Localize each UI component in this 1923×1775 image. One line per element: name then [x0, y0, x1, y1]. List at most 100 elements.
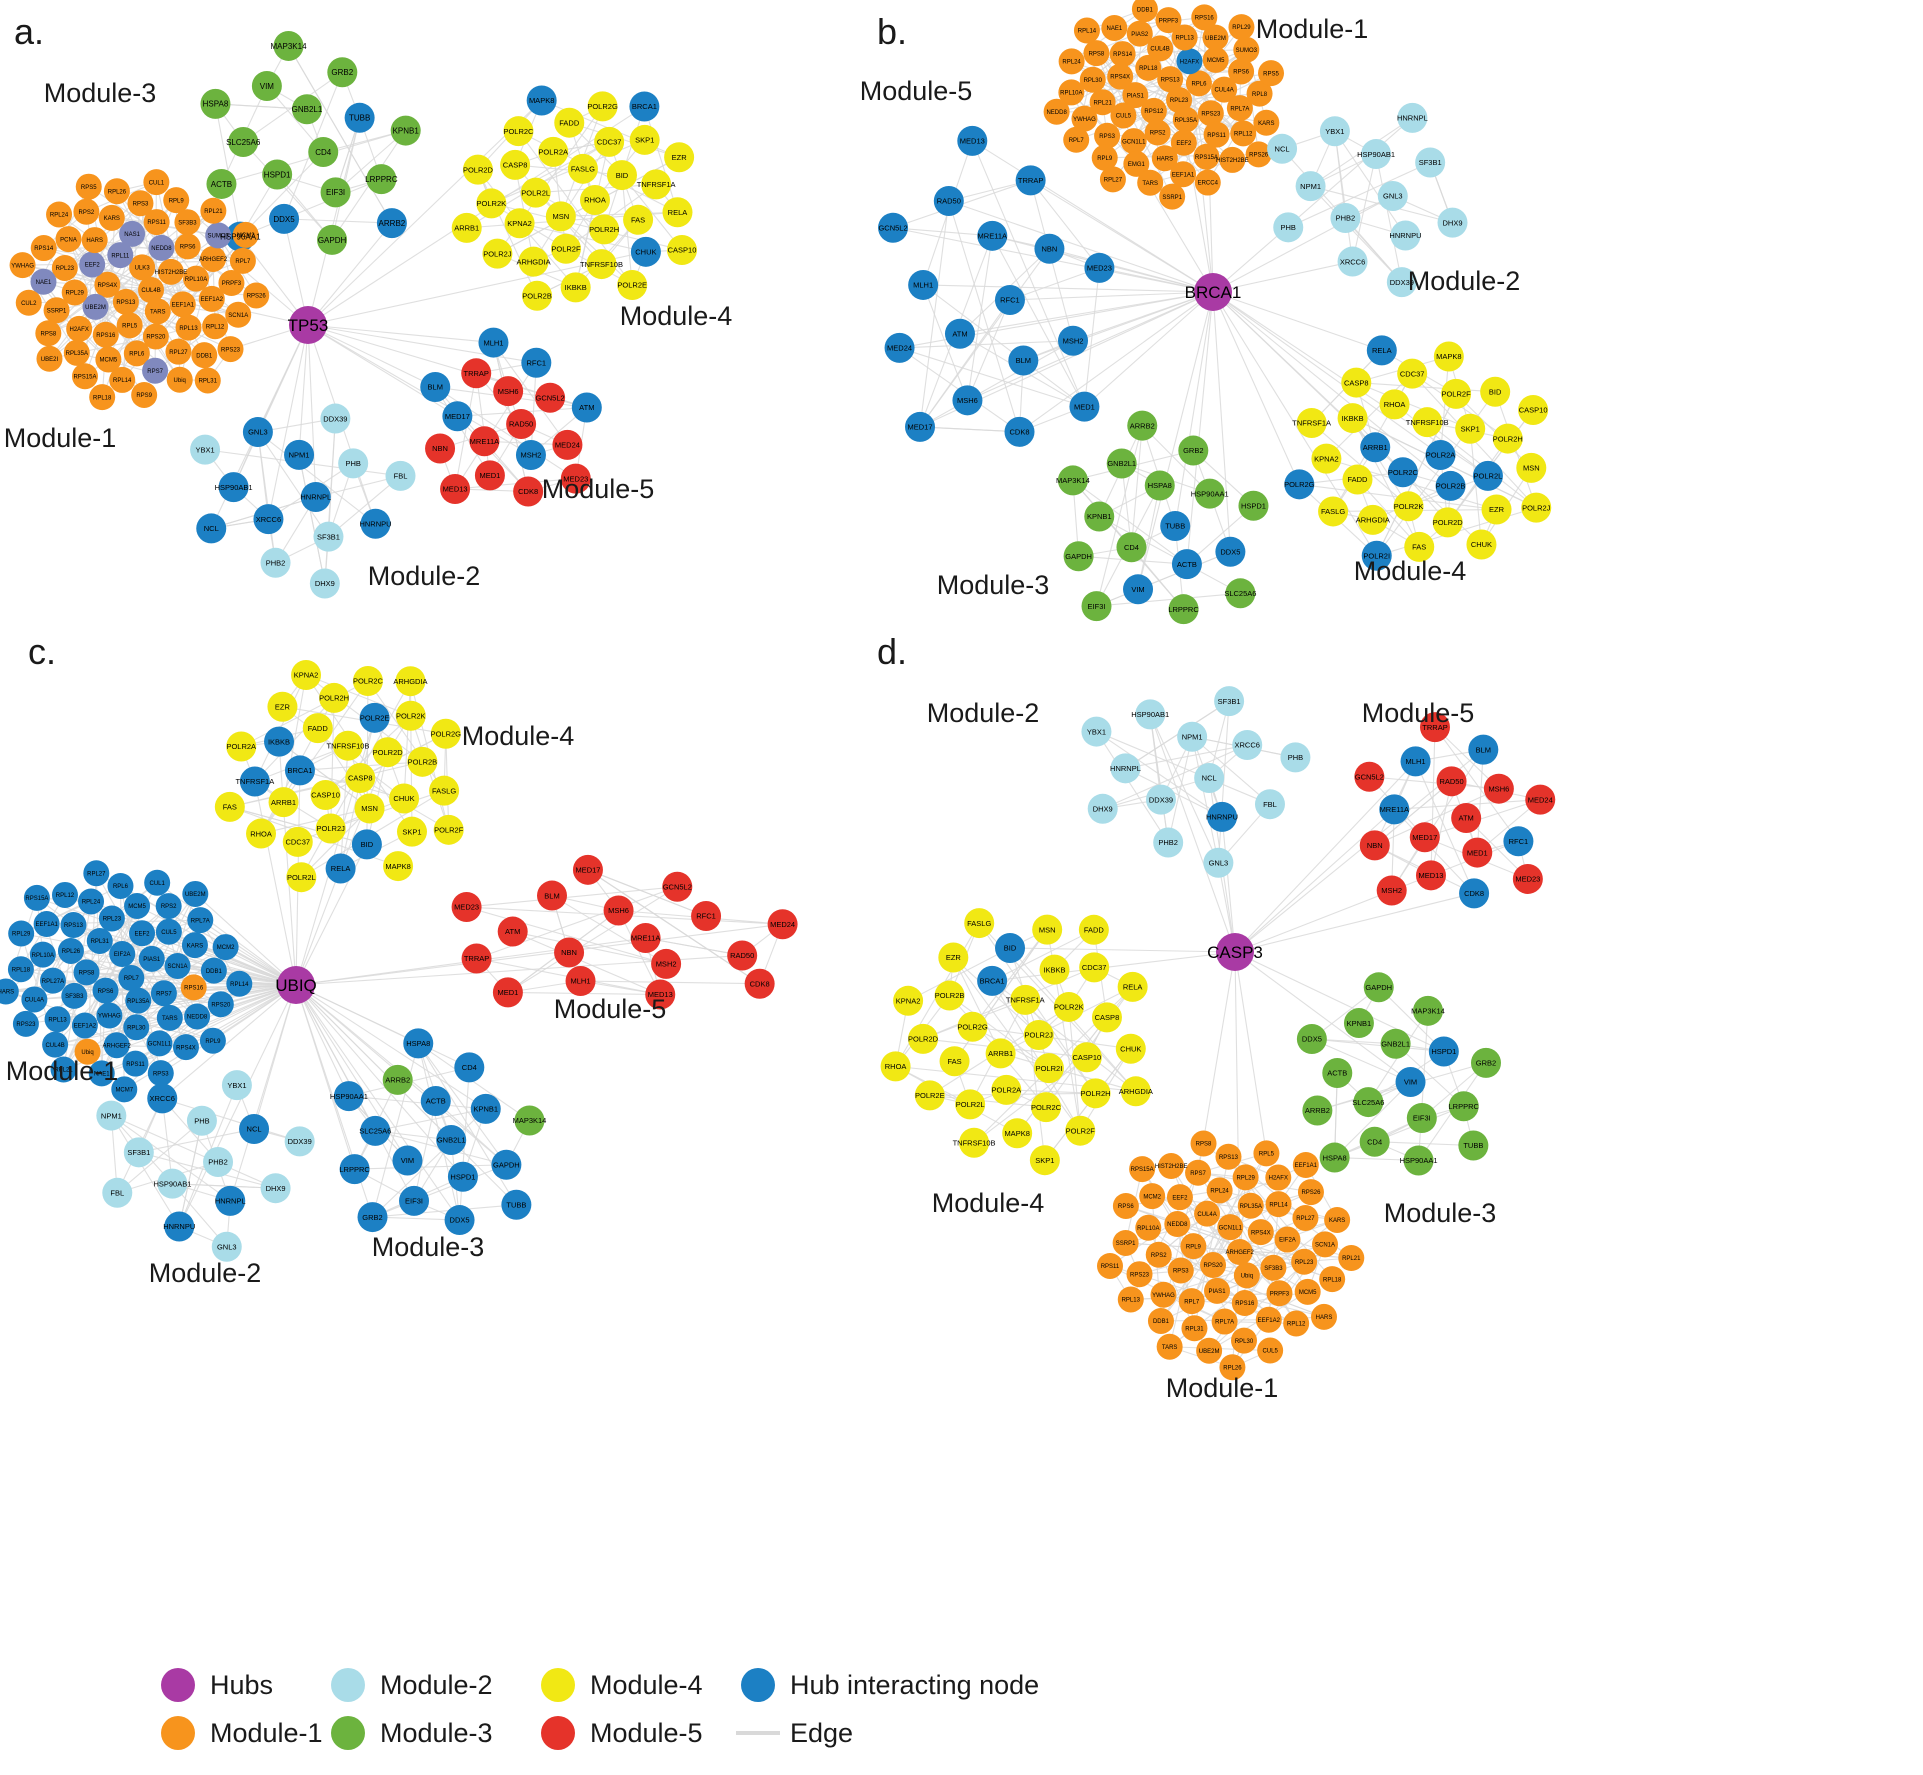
gene-node[interactable] [447, 1161, 478, 1192]
gene-node[interactable] [1166, 87, 1193, 113]
gene-node[interactable] [43, 297, 70, 324]
gene-node[interactable] [211, 1231, 242, 1262]
gene-node[interactable] [1480, 376, 1511, 407]
gene-node[interactable] [1319, 1142, 1350, 1173]
gene-node[interactable] [606, 160, 637, 191]
gene-node[interactable] [1237, 1192, 1264, 1219]
gene-node[interactable] [1139, 1183, 1166, 1210]
gene-node[interactable] [82, 293, 109, 320]
gene-node[interactable] [196, 513, 227, 544]
gene-node[interactable] [1057, 465, 1088, 496]
gene-node[interactable] [345, 763, 376, 793]
gene-node[interactable] [1081, 591, 1112, 622]
gene-node[interactable] [1387, 457, 1418, 488]
gene-node[interactable] [142, 323, 169, 350]
gene-node[interactable] [1232, 1164, 1259, 1191]
gene-node[interactable] [1177, 721, 1208, 752]
gene-node[interactable] [493, 376, 524, 407]
gene-node[interactable] [1211, 76, 1238, 103]
gene-node[interactable] [291, 94, 322, 125]
gene-node[interactable] [1084, 501, 1115, 532]
gene-node[interactable] [1361, 540, 1392, 571]
gene-node[interactable] [666, 235, 697, 266]
gene-node[interactable] [217, 336, 244, 363]
gene-node[interactable] [985, 1038, 1016, 1069]
gene-node[interactable] [727, 940, 758, 971]
gene-node[interactable] [273, 30, 304, 61]
gene-node[interactable] [1386, 267, 1417, 298]
gene-node[interactable] [513, 476, 544, 507]
gene-node[interactable] [30, 235, 57, 262]
gene-node[interactable] [1004, 416, 1035, 447]
gene-node[interactable] [1145, 1241, 1172, 1268]
gene-node[interactable] [226, 731, 257, 762]
gene-node[interactable] [1032, 914, 1063, 945]
gene-node[interactable] [264, 726, 295, 757]
gene-node[interactable] [1338, 1244, 1365, 1271]
gene-node[interactable] [492, 977, 523, 1008]
gene-node[interactable] [1343, 1008, 1374, 1039]
gene-node[interactable] [88, 1060, 115, 1087]
gene-node[interactable] [308, 137, 339, 167]
gene-node[interactable] [641, 169, 672, 200]
gene-node[interactable] [33, 911, 60, 938]
gene-node[interactable] [1117, 971, 1148, 1002]
gene-node[interactable] [1116, 532, 1147, 563]
gene-node[interactable] [83, 860, 110, 887]
gene-node[interactable] [1406, 1103, 1437, 1134]
gene-node[interactable] [1123, 574, 1154, 605]
gene-node[interactable] [1180, 1233, 1207, 1260]
gene-node[interactable] [123, 1137, 154, 1168]
gene-node[interactable] [1393, 491, 1424, 522]
gene-node[interactable] [1120, 128, 1147, 155]
gene-node[interactable] [187, 907, 214, 934]
gene-node[interactable] [977, 965, 1008, 996]
gene-node[interactable] [1178, 1288, 1205, 1315]
gene-node[interactable] [1468, 734, 1499, 765]
gene-node[interactable] [175, 314, 202, 341]
gene-node[interactable] [744, 968, 775, 999]
gene-node[interactable] [1200, 1252, 1227, 1279]
gene-node[interactable] [1078, 914, 1109, 945]
gene-node[interactable] [78, 888, 105, 915]
gene-node[interactable] [1433, 341, 1464, 372]
gene-node[interactable] [884, 332, 915, 363]
gene-node[interactable] [964, 908, 995, 939]
gene-node[interactable] [1109, 41, 1136, 68]
gene-node[interactable] [116, 312, 143, 339]
gene-node[interactable] [253, 504, 284, 535]
gene-node[interactable] [586, 249, 617, 280]
gene-node[interactable] [1063, 126, 1090, 153]
gene-node[interactable] [300, 482, 331, 512]
gene-node[interactable] [155, 918, 182, 945]
gene-node[interactable] [1155, 7, 1182, 34]
gene-node[interactable] [1033, 1053, 1064, 1084]
gene-node[interactable] [1324, 1206, 1351, 1233]
gene-node[interactable] [1079, 952, 1110, 983]
gene-node[interactable] [580, 185, 610, 215]
gene-node[interactable] [1110, 753, 1141, 784]
gene-node[interactable] [109, 941, 136, 968]
gene-node[interactable] [1151, 145, 1178, 172]
gene-node[interactable] [191, 342, 218, 369]
gene-node[interactable] [1462, 837, 1493, 868]
gene-node[interactable] [1215, 1143, 1242, 1170]
gene-node[interactable] [1140, 97, 1167, 124]
gene-node[interactable] [372, 737, 403, 768]
gene-node[interactable] [662, 871, 693, 902]
gene-node[interactable] [1432, 507, 1463, 538]
gene-node[interactable] [1436, 766, 1467, 797]
gene-node[interactable] [1337, 246, 1368, 277]
gene-node[interactable] [1164, 1211, 1191, 1238]
gene-node[interactable] [594, 126, 625, 157]
gene-node[interactable] [1503, 826, 1534, 857]
gene-node[interactable] [320, 403, 351, 434]
gene-node[interactable] [124, 892, 151, 919]
gene-node[interactable] [462, 154, 493, 185]
gene-node[interactable] [225, 301, 252, 328]
gene-node[interactable] [360, 508, 391, 539]
gene-node[interactable] [1211, 1308, 1238, 1335]
gene-node[interactable] [169, 291, 196, 318]
gene-node[interactable] [147, 1060, 174, 1087]
gene-node[interactable] [1403, 1145, 1434, 1176]
